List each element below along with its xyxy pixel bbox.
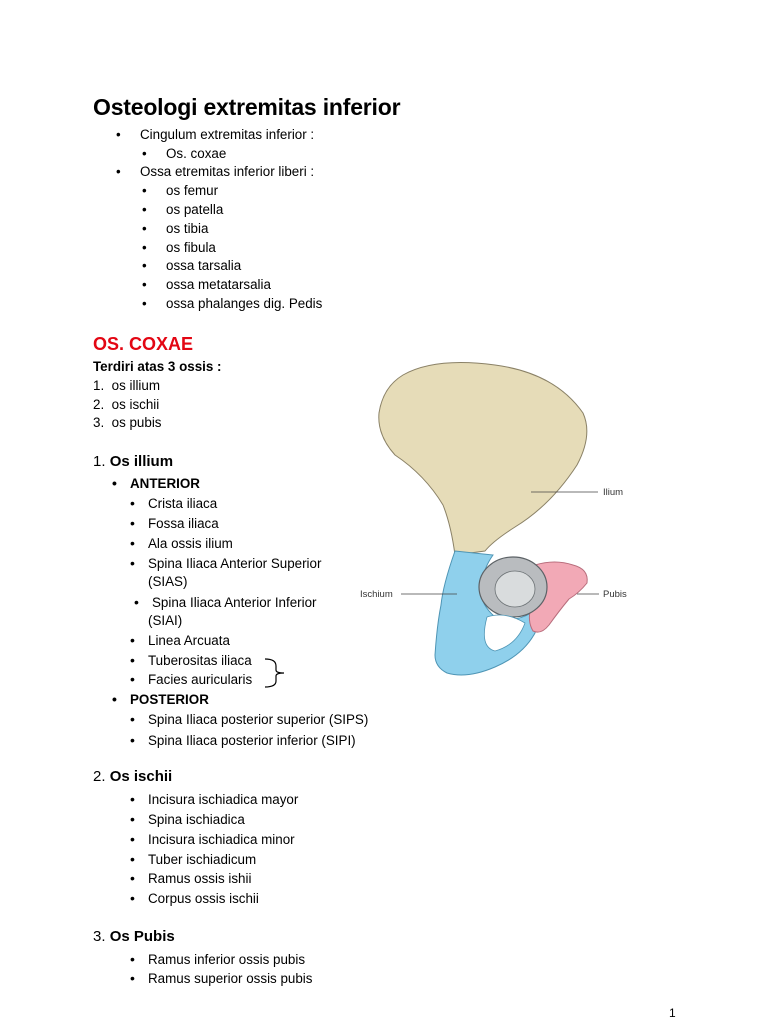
- list-item: os patella: [142, 200, 223, 219]
- list-item: os femur: [142, 181, 218, 200]
- obturator-foramen: [483, 614, 526, 652]
- list-item: 3. os pubis: [93, 413, 162, 432]
- list-item: Spina Iliaca posterior superior (SIPS): [130, 710, 368, 729]
- list-item: ossa tarsalia: [142, 256, 241, 275]
- list-item: Incisura ischiadica mayor: [130, 790, 298, 809]
- brace-icon: [264, 658, 285, 688]
- list-item: Spina ischiadica: [130, 810, 245, 829]
- subsection-title: Os ischii: [109, 768, 173, 785]
- subsection-number: 1.: [93, 453, 106, 470]
- page-title: Osteologi extremitas inferior: [93, 94, 401, 120]
- list-item: Ramus superior ossis pubis: [130, 969, 313, 988]
- section-intro: Terdiri atas 3 ossis :: [93, 359, 222, 374]
- acetabular-fossa: [494, 570, 536, 608]
- list-item: Ossa etremitas inferior liberi :: [116, 162, 314, 181]
- ilium-label: Ilium: [603, 487, 623, 498]
- subsection-heading: 3. Os Pubis: [93, 928, 175, 945]
- subsection-title: Os illium: [109, 453, 174, 470]
- list-number: 2.: [93, 397, 105, 412]
- subsection-heading: 1. Os illium: [93, 453, 173, 470]
- subsection-heading: 2. Os ischii: [93, 768, 172, 785]
- subsection-number: 3.: [93, 928, 106, 945]
- subsection-title: Os Pubis: [109, 928, 175, 945]
- list-item: Spina Iliaca Anterior Inferior: [134, 593, 316, 612]
- list-item: os fibula: [142, 238, 216, 257]
- list-item: os tibia: [142, 219, 209, 238]
- list-item: Incisura ischiadica minor: [130, 830, 295, 849]
- subsection-number: 2.: [93, 768, 106, 785]
- list-item: Linea Arcuata: [130, 631, 230, 650]
- list-number: 1.: [93, 378, 105, 393]
- list-item: ANTERIOR: [112, 474, 200, 493]
- section-heading: OS. COXAE: [93, 334, 194, 354]
- list-item: 1. os illium: [93, 376, 160, 395]
- list-item: ossa metatarsalia: [142, 275, 271, 294]
- ilium-region: [378, 362, 588, 556]
- list-item-continuation: (SIAS): [148, 574, 188, 589]
- list-item: Ala ossis ilium: [130, 534, 233, 553]
- list-item: Fossa iliaca: [130, 514, 219, 533]
- list-item: Facies auricularis: [130, 670, 252, 689]
- list-item-label: os illium: [111, 378, 160, 393]
- list-item: Corpus ossis ischii: [130, 889, 259, 908]
- list-item-label: os pubis: [111, 415, 162, 430]
- list-item: Ramus ossis ishii: [130, 869, 252, 888]
- list-item-label: os ischii: [111, 397, 160, 412]
- list-item: Spina Iliaca posterior inferior (SIPI): [130, 731, 356, 750]
- list-item: ossa phalanges dig. Pedis: [142, 294, 322, 313]
- list-item: Tuber ischiadicum: [130, 850, 256, 869]
- list-item: 2. os ischii: [93, 395, 159, 414]
- list-item: Os. coxae: [142, 144, 226, 163]
- list-item-continuation: (SIAI): [148, 613, 183, 628]
- list-item: Crista iliaca: [130, 494, 217, 513]
- list-item: POSTERIOR: [112, 690, 209, 709]
- page-number: 1: [669, 1006, 676, 1020]
- list-item: Tuberositas iliaca: [130, 651, 252, 670]
- list-item: Spina Iliaca Anterior Superior: [130, 554, 321, 573]
- ischium-label: Ischium: [360, 589, 393, 600]
- hip-bone-illustration: Ilium Ischium Pubis: [360, 362, 627, 676]
- list-item: Cingulum extremitas inferior :: [116, 125, 314, 144]
- list-item: Ramus inferior ossis pubis: [130, 950, 305, 969]
- pubis-label: Pubis: [603, 589, 627, 600]
- list-number: 3.: [93, 415, 105, 430]
